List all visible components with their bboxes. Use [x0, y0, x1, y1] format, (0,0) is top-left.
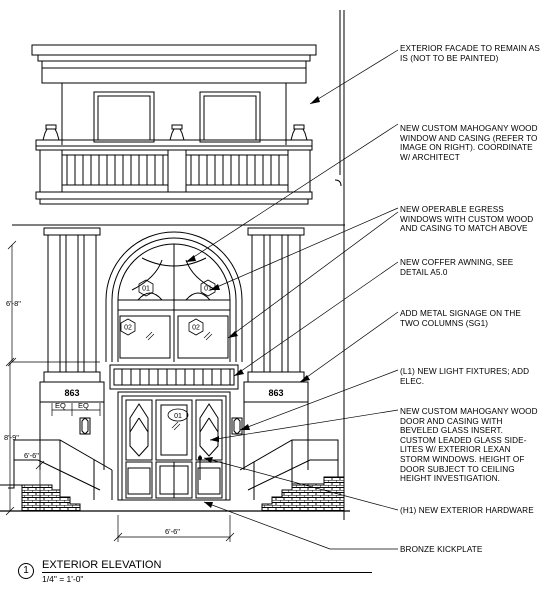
brick-steps	[21, 476, 345, 512]
eq-right: EQ	[78, 401, 89, 410]
glass-hatch	[145, 331, 213, 431]
tag-02-right: 02	[192, 325, 200, 332]
tag-01-right: 01	[204, 286, 212, 293]
steps-railings	[0, 439, 339, 500]
leader-arrows	[186, 96, 320, 508]
address-right: 863	[268, 388, 283, 398]
note-awning: NEW COFFER AWNING, SEE DETAIL A5.0	[400, 258, 514, 277]
dimension-lines	[5, 240, 235, 542]
light-fixtures	[79, 417, 243, 435]
note-egress: NEW OPERABLE EGRESS WINDOWS WITH CUSTOM …	[400, 205, 534, 234]
dim-lower: 6'-6"	[24, 451, 39, 460]
note-window: NEW CUSTOM MAHOGANY WOOD WINDOW AND CASI…	[400, 124, 538, 162]
dim-middle: 8'-9"	[4, 433, 19, 442]
note-lights: (L1) NEW LIGHT FIXTURES; ADD ELEC.	[400, 367, 530, 386]
window-tags	[120, 279, 216, 422]
title-text: EXTERIOR ELEVATION	[42, 559, 162, 571]
title-scale: 1/4" = 1'-0"	[42, 574, 84, 584]
balustrade	[35, 124, 313, 205]
note-kickplate: BRONZE KICKPLATE	[400, 545, 483, 554]
address-left: 863	[64, 388, 79, 398]
leader-lines	[185, 49, 399, 550]
note-signage: ADD METAL SIGNAGE ON THE TWO COLUMNS (SG…	[400, 309, 521, 328]
columns	[39, 227, 309, 470]
note-hardware: (H1) NEW EXTERIOR HARDWARE	[400, 506, 534, 515]
upper-windows	[93, 91, 261, 143]
dim-bottom: 6'-6"	[165, 527, 180, 536]
dim-upper: 6'-8"	[6, 299, 21, 308]
note-door: NEW CUSTOM MAHOGANY WOOD DOOR AND CASING…	[400, 407, 538, 484]
entry-door	[117, 391, 231, 501]
tag-02-left: 02	[124, 325, 132, 332]
tag-01-left: 01	[142, 286, 150, 293]
arched-window	[105, 231, 243, 390]
eq-left: EQ	[55, 401, 66, 410]
detail-number: 1	[18, 563, 34, 579]
tag-door: 01	[174, 413, 182, 420]
title-underline	[42, 572, 372, 573]
note-facade: EXTERIOR FACADE TO REMAIN AS IS (NOT TO …	[400, 44, 540, 63]
cornice	[31, 44, 317, 84]
